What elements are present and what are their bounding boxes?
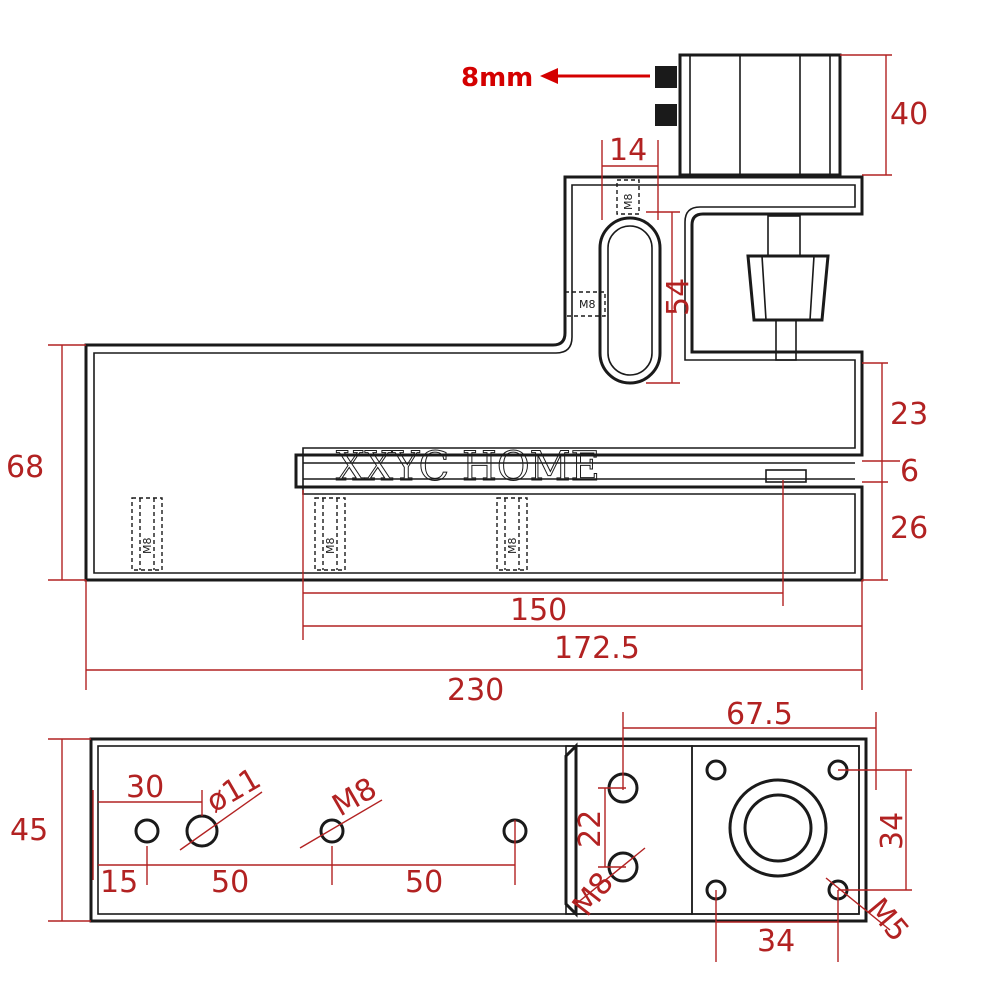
dim-mount-thread: M5 [860, 892, 916, 949]
dim-total-height: 68 [6, 450, 44, 485]
cylinder [655, 53, 842, 177]
dim-opening-length: 172.5 [554, 631, 640, 666]
m8-label: M8 [324, 538, 337, 555]
blade-clamp [765, 469, 807, 483]
cylinder-body [678, 53, 842, 177]
hole-m8-2 [319, 818, 345, 844]
piston-rod [746, 215, 830, 483]
base-plate-outline [89, 737, 868, 923]
m8-label: M8 [622, 194, 635, 211]
dim-slot-length: 54 [661, 278, 696, 316]
dim-square-horizontal: 34 [757, 924, 795, 959]
dim-pitch-2: 50 [405, 865, 443, 900]
air-fitting-callout: 8mm [461, 63, 533, 93]
threaded-holes-side: M8 M8 M8 M8 M8 [131, 179, 640, 571]
dim-plate-width: 45 [10, 813, 48, 848]
air-fitting-top [655, 66, 677, 88]
air-fitting-bottom [655, 104, 677, 126]
watermark: XXYC HOME [336, 444, 600, 490]
dim-pitch-1: 50 [211, 865, 249, 900]
slot-outline [598, 216, 662, 385]
side-dimensions: 40 14 54 68 23 6 26 [6, 54, 928, 708]
m8-label: M8 [506, 538, 519, 555]
dim-upper-gap: 23 [890, 397, 928, 432]
m8-hole-1: M8 [131, 497, 163, 571]
m8-hole-side: M8 [564, 291, 606, 317]
m8-label: M8 [579, 298, 596, 311]
rod-bore-outer [728, 778, 828, 878]
dim-cylinder-height: 40 [890, 97, 928, 132]
m8-hole-3: M8 [496, 497, 528, 571]
callout-arrowhead [540, 68, 558, 84]
frame-inner-outline [93, 184, 856, 574]
dim-square-vertical: 34 [875, 812, 910, 850]
slot-inner [607, 225, 653, 376]
top-view: 45 30 ø11 M8 15 50 50 67.5 [10, 697, 916, 962]
flange-hole-tl [705, 759, 727, 781]
dim-total-length: 230 [447, 673, 504, 708]
hole-m8-1 [134, 818, 160, 844]
m8-hole-top: M8 [616, 179, 640, 215]
frame-outer-outline [84, 175, 864, 582]
dim-flange-length: 67.5 [726, 697, 793, 732]
dim-blade-length: 150 [510, 593, 567, 628]
cylinder-flange [691, 745, 860, 915]
dim-slot-width: 14 [609, 133, 647, 168]
rod-bore-inner [743, 793, 813, 863]
dim-blade-thickness: 6 [900, 454, 919, 489]
dim-first-offset: 30 [126, 770, 164, 805]
m8-label: M8 [141, 538, 154, 555]
rod-nut [746, 254, 830, 322]
dim-edge-offset: 15 [100, 865, 138, 900]
dim-slot-hole-spacing: 22 [573, 810, 608, 848]
m8-hole-2: M8 [314, 497, 346, 571]
side-view: M8 M8 M8 M8 M8 XXY [6, 53, 928, 708]
dim-hole-thread: M8 [327, 771, 383, 824]
dim-lower-height: 26 [890, 511, 928, 546]
